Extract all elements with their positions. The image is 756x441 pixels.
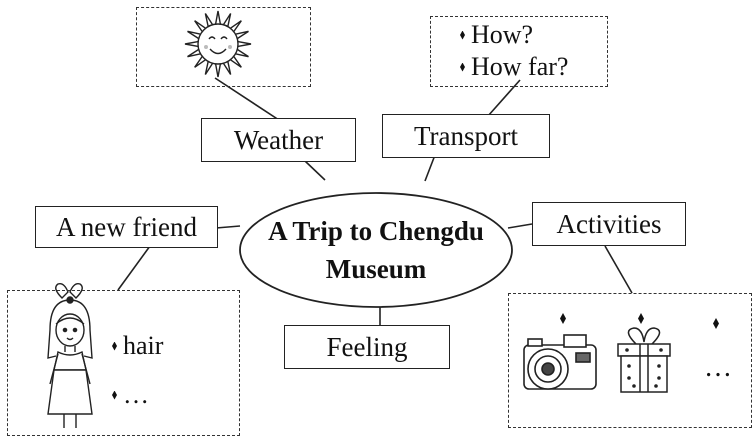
activities-notes-box: [508, 293, 752, 428]
friend-note-text: …: [123, 380, 149, 409]
friend-note-2: …: [112, 380, 149, 410]
center-title-line-1: A Trip to Chengdu: [268, 216, 484, 246]
sun-ray: [237, 40, 252, 48]
sun-ray: [204, 13, 214, 27]
sun-ray: [229, 55, 242, 68]
girl-icon: [47, 282, 93, 428]
transport-notes-box: [430, 16, 608, 87]
activity-bullet-diamond-icon: [713, 318, 719, 329]
sun-icon: [184, 10, 252, 78]
sun-ray: [235, 30, 249, 40]
bullet-diamond-icon: [112, 390, 117, 400]
sun-ray: [222, 13, 232, 27]
sun-ray: [204, 61, 214, 75]
feeling-box: Feeling: [284, 325, 450, 369]
center-title-line-2: Museum: [325, 254, 427, 284]
friend-notes-box: [7, 290, 240, 436]
sun-ray: [214, 10, 222, 25]
activity-bullet-diamond-icon: [560, 313, 566, 324]
transport-note-2: How far?: [460, 52, 568, 82]
transport-box: Transport: [382, 114, 550, 158]
transport-note-1: How?: [460, 20, 533, 50]
bullet-diamond-icon: [460, 30, 465, 40]
weather-box: Weather: [201, 118, 356, 162]
sun-ray: [184, 40, 199, 48]
friend-note-text: hair: [123, 331, 164, 360]
sun-ray: [187, 48, 201, 58]
new-friend-box: A new friend: [35, 206, 218, 248]
sun-ray: [229, 20, 242, 33]
transport-note-text: How far?: [471, 52, 569, 81]
activities-more-text: …: [704, 352, 732, 383]
activity-bullet-diamond-icon: [638, 313, 644, 324]
bullet-diamond-icon: [460, 62, 465, 72]
bullet-diamond-icon: [112, 341, 117, 351]
center-title: A Trip to Chengdu Museum: [240, 200, 512, 300]
activities-box: Activities: [532, 202, 686, 246]
center-ellipse: [239, 192, 513, 308]
sun-ray: [194, 55, 207, 68]
weather-image-box: [136, 7, 311, 87]
sun-ray: [214, 63, 222, 78]
friend-note-1: hair: [112, 331, 163, 361]
sun-ray: [194, 20, 207, 33]
camera-icon: [523, 334, 597, 390]
sun-ray: [222, 61, 232, 75]
sun-ray: [187, 30, 201, 40]
sun-ray: [235, 48, 249, 58]
gift-box-icon: [617, 327, 671, 393]
transport-note-text: How?: [471, 20, 534, 49]
